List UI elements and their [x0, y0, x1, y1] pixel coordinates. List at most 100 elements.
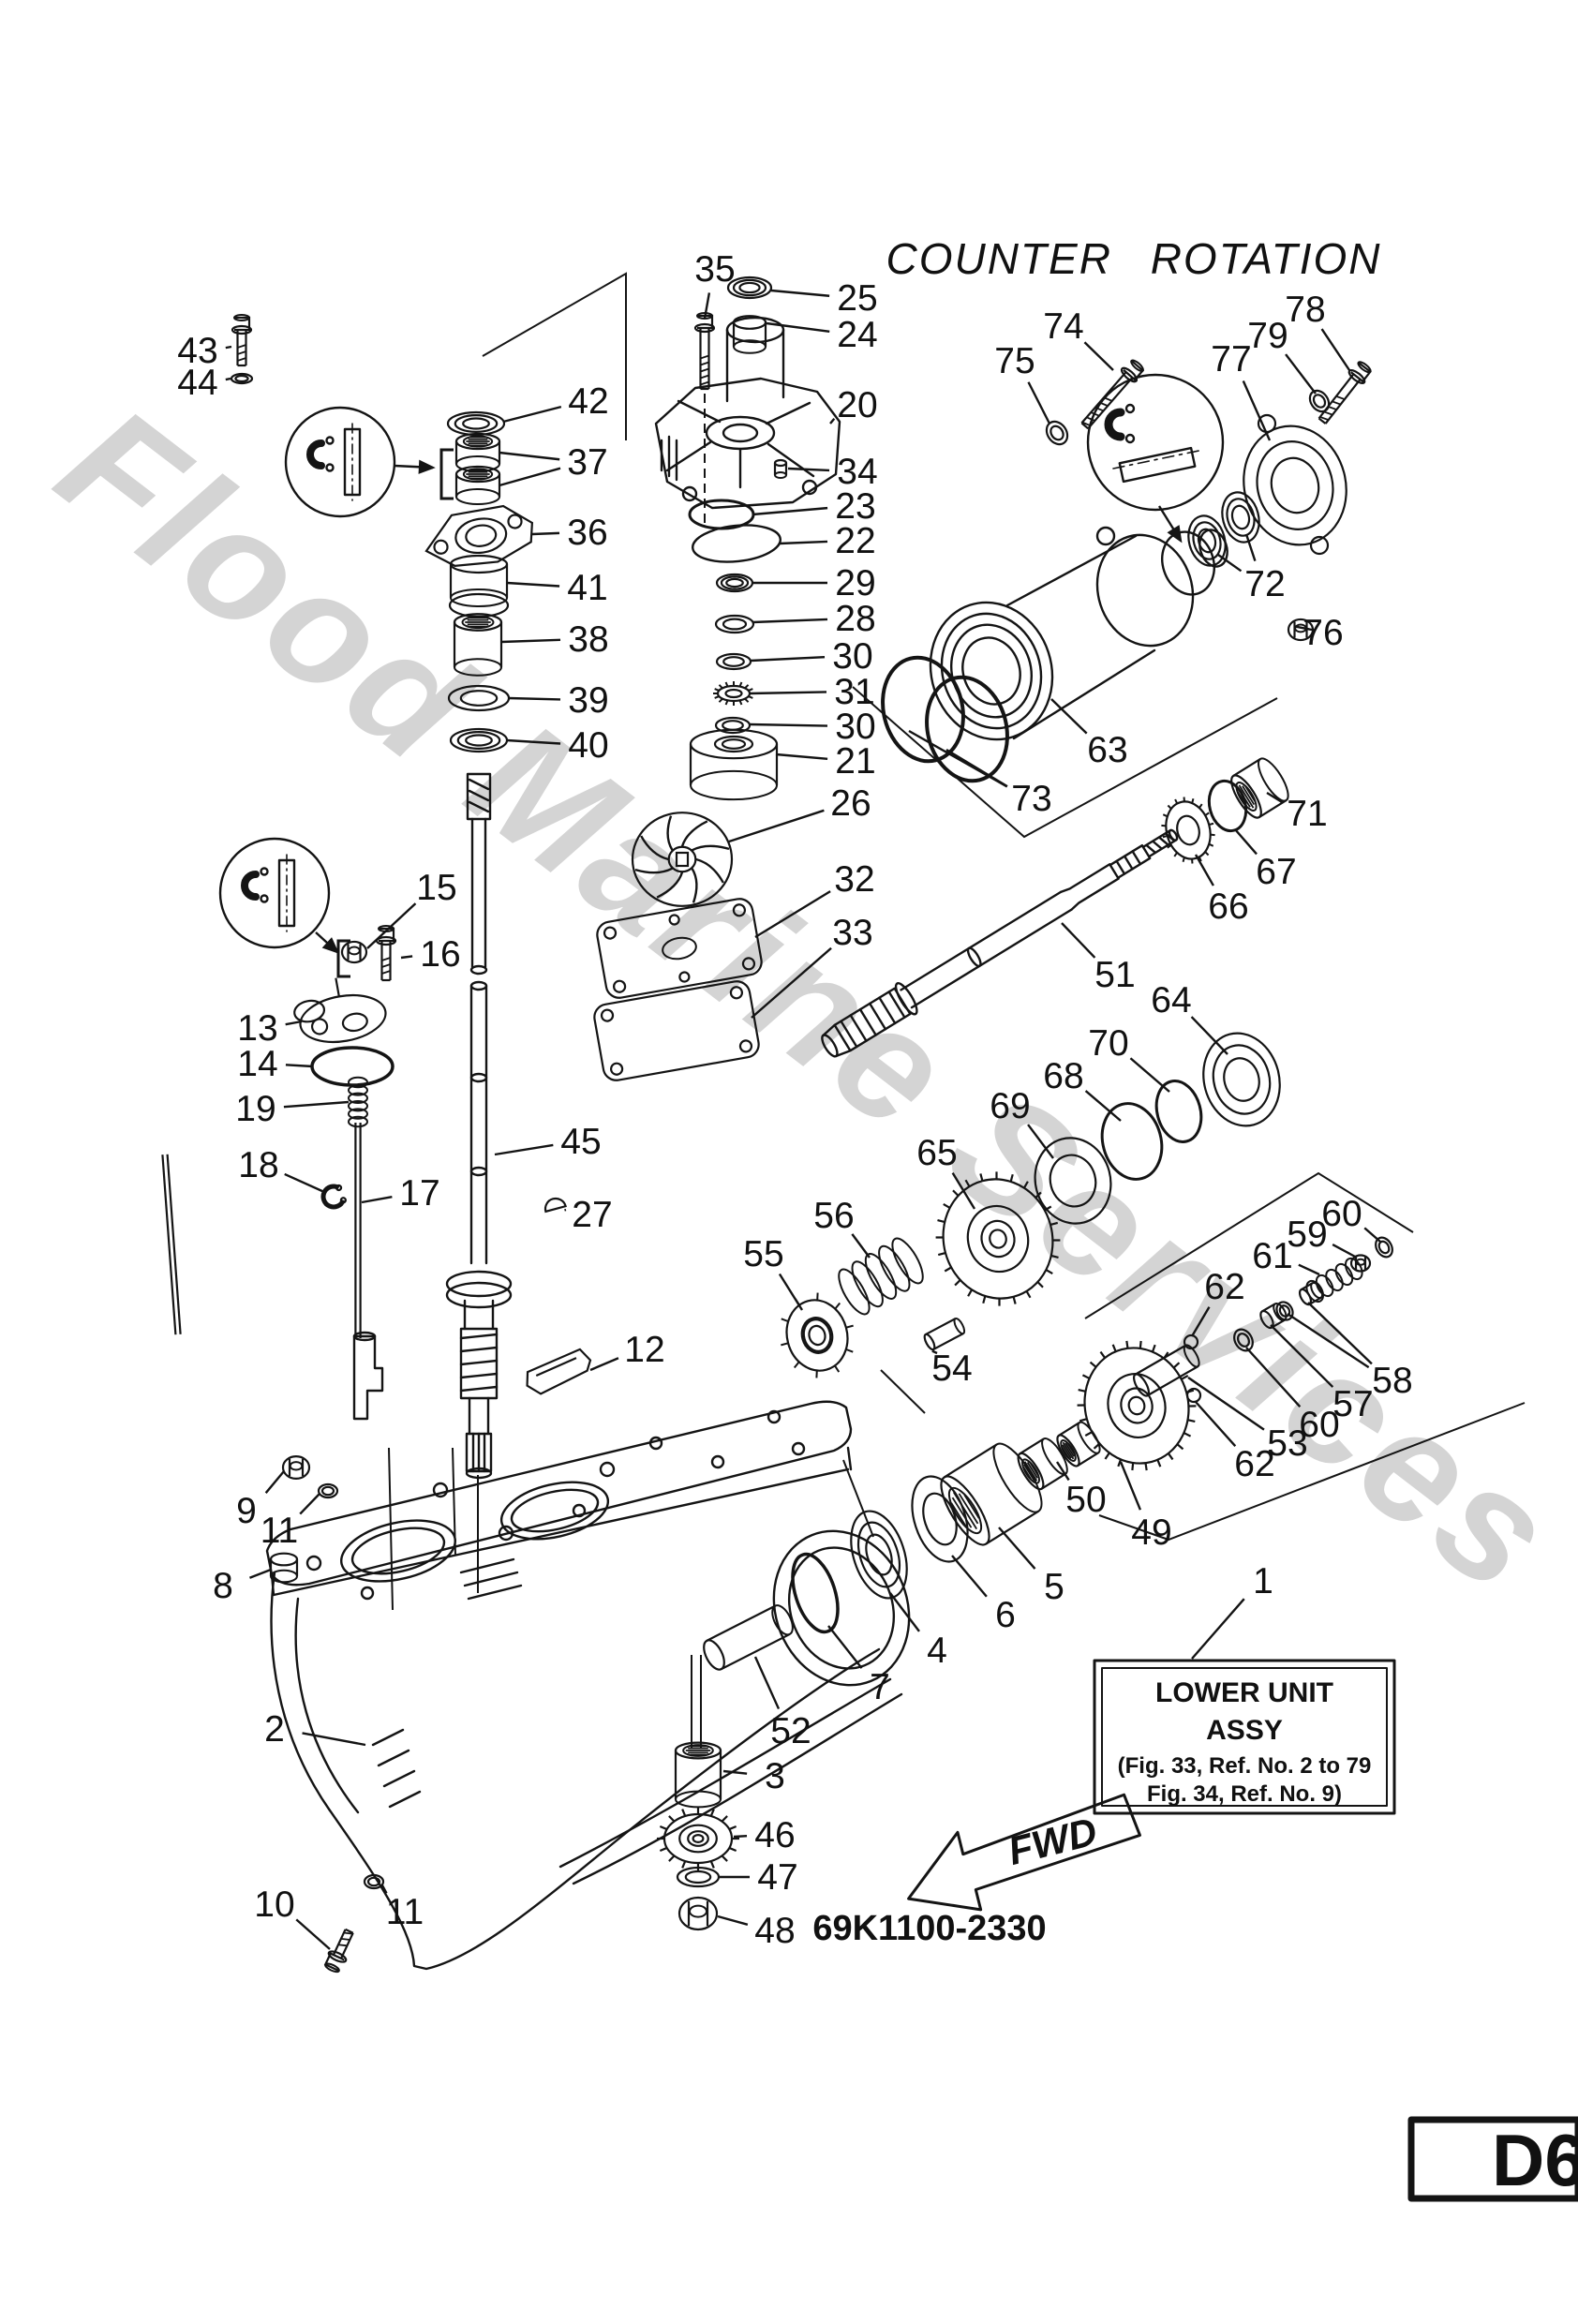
part-seal: [726, 276, 773, 300]
shift-yoke: [352, 1334, 384, 1421]
callout-20: 20: [829, 385, 878, 425]
callout-number: 68: [1043, 1056, 1083, 1096]
part-bracket: [336, 939, 350, 978]
leader-line: [1055, 1461, 1070, 1482]
callout-number: 26: [830, 783, 871, 824]
leader-line: [295, 1918, 331, 1950]
leader-line: [284, 1172, 325, 1194]
callout-77: 77: [1211, 339, 1272, 441]
callout-11: 11: [380, 1885, 424, 1932]
leader-line: [998, 1527, 1036, 1570]
leader-line: [1266, 791, 1283, 804]
leader-line: [225, 345, 232, 350]
leader-line: [753, 1656, 781, 1710]
callout-29: 29: [752, 563, 876, 603]
callout-40: 40: [506, 725, 609, 766]
callout-number: 17: [399, 1173, 439, 1214]
callout-number: 77: [1211, 339, 1251, 380]
part-flange: [424, 504, 534, 568]
callout-37: 37: [499, 442, 608, 487]
callout-55: 55: [743, 1234, 804, 1311]
leader-line: [499, 451, 560, 461]
callout-number: 12: [624, 1330, 664, 1370]
leader-line: [722, 1769, 748, 1775]
leader-line: [778, 1273, 804, 1311]
callout-79: 79: [1247, 316, 1317, 395]
grouping-line: [1098, 1402, 1526, 1542]
callout-number: 78: [1285, 290, 1325, 330]
callout-number: 1: [1253, 1561, 1273, 1601]
callout-38: 38: [500, 619, 609, 660]
callout-number: 69: [990, 1086, 1030, 1126]
leader-line: [400, 955, 413, 960]
leader-line: [766, 321, 830, 333]
part-toothed-ring: [781, 1292, 854, 1378]
callout-13: 13: [237, 1008, 303, 1049]
callout-16: 16: [400, 934, 461, 975]
part-washer: [317, 1482, 339, 1499]
callout-58: 58: [1287, 1302, 1413, 1401]
leader-line: [249, 1568, 272, 1579]
gearcase-body: [270, 1529, 911, 1971]
callout-61: 61: [1252, 1236, 1320, 1276]
part-washer: [1308, 389, 1331, 413]
grouping-line: [880, 1369, 926, 1414]
callout-number: 43: [177, 331, 217, 371]
page-tag: D6: [1492, 2119, 1578, 2201]
leader-line: [1332, 1244, 1358, 1259]
callout-number: 30: [835, 707, 875, 747]
callout-number: 40: [568, 725, 608, 766]
part-bearing: [1230, 757, 1289, 819]
leader-line: [508, 696, 561, 701]
callout-30: 30: [749, 707, 876, 747]
callout-50: 50: [1055, 1461, 1107, 1520]
part-nut: [340, 940, 368, 964]
part-cylinder: [773, 458, 788, 479]
callout-number: 15: [416, 868, 456, 908]
part-rod: [161, 1154, 182, 1335]
part-cylinder: [732, 315, 767, 354]
fwd-label: FWD: [1004, 1809, 1101, 1873]
part-oring: [1207, 779, 1248, 833]
page-tag-box: [1407, 2116, 1578, 2202]
callout-number: 29: [835, 563, 875, 603]
part-seal: [1202, 1032, 1281, 1127]
detail-circle-shiftrod-clip: [218, 837, 331, 949]
leader-line: [1244, 533, 1257, 562]
leader-line: [749, 691, 827, 695]
leader-line: [1061, 922, 1096, 959]
part-seal: [1243, 425, 1347, 546]
leader-line: [829, 417, 836, 425]
callout-15: 15: [366, 868, 457, 949]
leader-line: [1187, 1377, 1265, 1431]
grouping-line: [388, 1447, 394, 1611]
leader-line: [1191, 1598, 1245, 1660]
leader-line: [1307, 1302, 1373, 1365]
part-washer: [1045, 420, 1069, 446]
part-cylinder: [269, 1552, 299, 1584]
part-bearing: [1056, 1421, 1101, 1467]
part-bolt: [323, 1928, 354, 1974]
callout-number: 72: [1244, 564, 1285, 604]
callout-number: 62: [1234, 1444, 1274, 1484]
callout-number: 59: [1287, 1214, 1327, 1255]
callout-number: 20: [837, 385, 877, 425]
callout-number: 53: [1267, 1423, 1307, 1464]
leader-line: [752, 618, 828, 624]
callout-number: 41: [567, 568, 607, 608]
part-nut: [1349, 1254, 1372, 1273]
leader-line: [908, 729, 1008, 788]
part-bolt: [693, 312, 716, 391]
assy-note-line2: ASSY: [1206, 1715, 1283, 1746]
part-seal: [446, 410, 506, 437]
part-spring: [348, 1076, 368, 1128]
part-nut: [677, 1896, 719, 1931]
leader-line: [827, 1625, 863, 1669]
arrowhead: [1167, 525, 1183, 544]
callout-48: 48: [717, 1911, 796, 1951]
callout-number: 63: [1087, 730, 1127, 770]
callout-number: 67: [1256, 852, 1296, 892]
leader-line: [1084, 1090, 1122, 1122]
leader-line: [589, 1357, 619, 1372]
part-seal: [715, 573, 754, 593]
